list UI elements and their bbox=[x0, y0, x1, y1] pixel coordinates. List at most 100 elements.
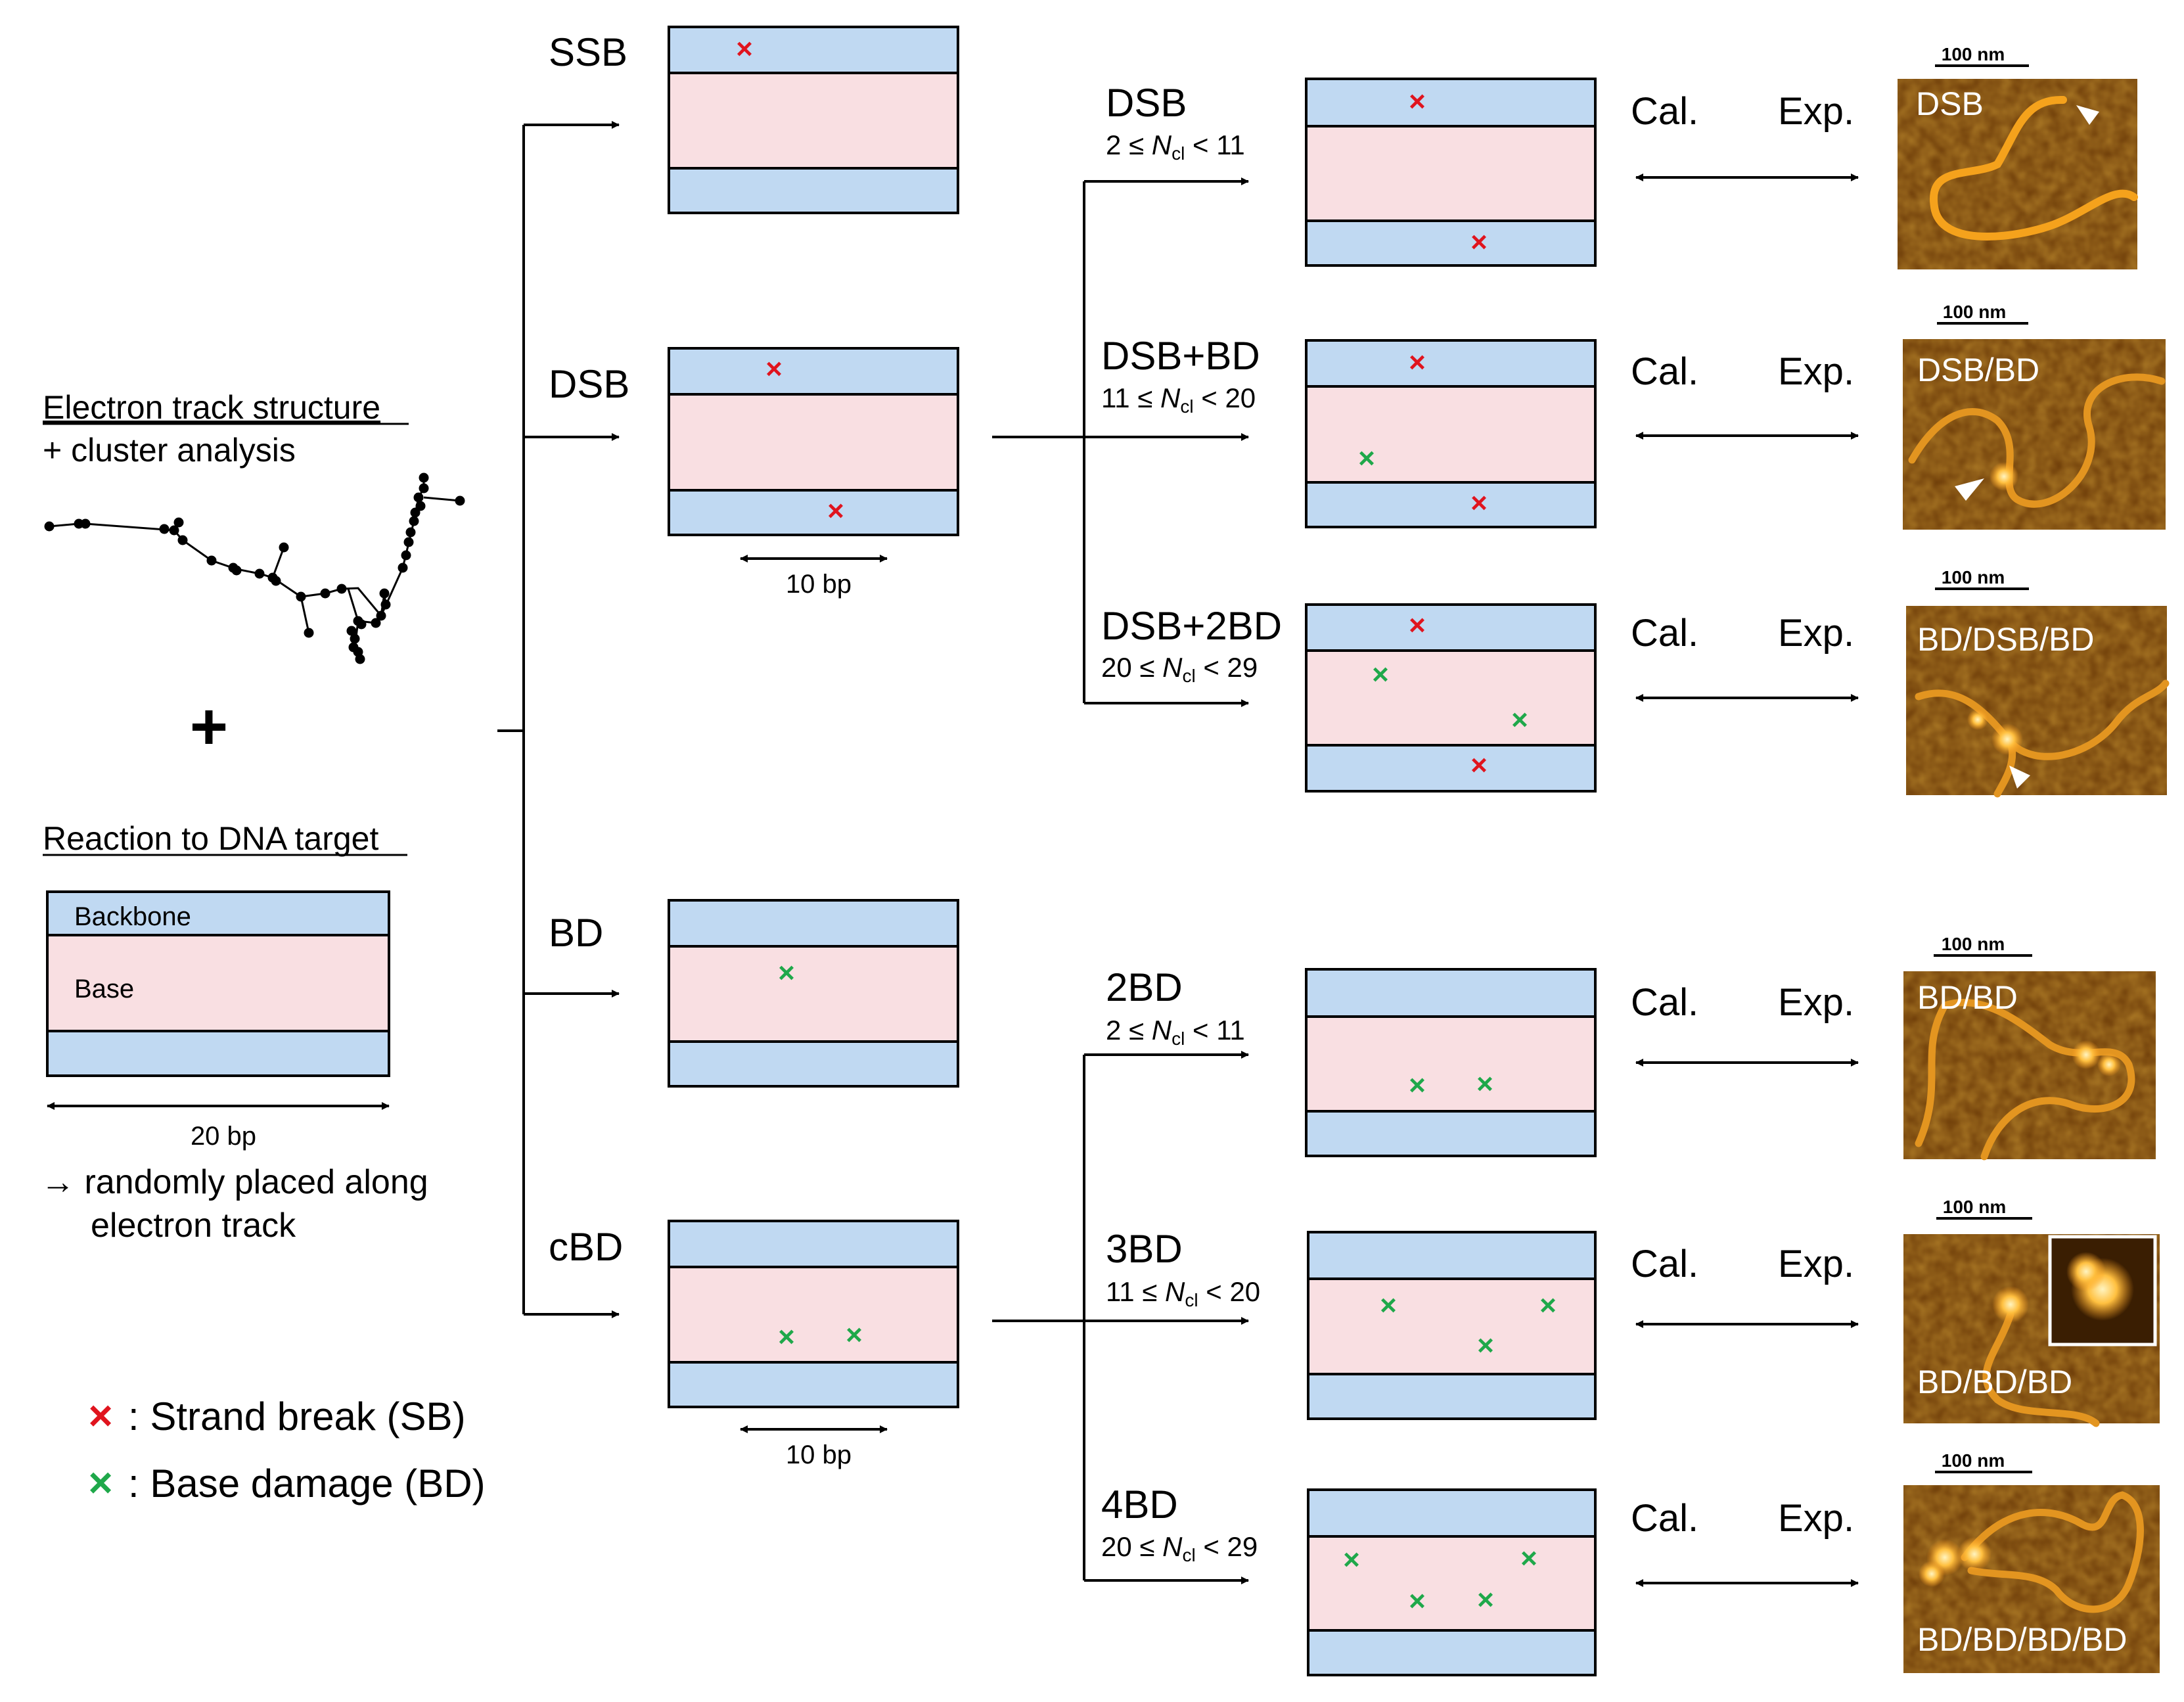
dsb-bd-result-box: × × × bbox=[1305, 339, 1597, 528]
scalebar-label: 100 nm bbox=[1942, 567, 2005, 587]
base-label: Base bbox=[74, 975, 134, 1003]
track-title: Electron track structure bbox=[43, 389, 380, 426]
afm-label: DSB/BD bbox=[1917, 352, 2039, 388]
track-subtitle: + cluster analysis bbox=[43, 432, 296, 469]
scalebar-label: 100 nm bbox=[1943, 1197, 2007, 1217]
legend-sb-text: : Strand break (SB) bbox=[128, 1394, 466, 1438]
base-damage-marker: × bbox=[1343, 1544, 1360, 1576]
afm-label: BD/DSB/BD bbox=[1917, 621, 2095, 658]
scale-10bp-label-dsb: 10 bp bbox=[786, 570, 852, 599]
strand-break-marker: × bbox=[1470, 749, 1488, 781]
cal-exp-comparisons: Cal. Exp. Cal. Exp. Cal. Exp. Cal. Exp. … bbox=[1631, 90, 1859, 1587]
cal-label-row6: Cal. bbox=[1631, 1497, 1698, 1540]
cal-label-row4: Cal. bbox=[1631, 981, 1698, 1024]
base-damage-marker: × bbox=[778, 957, 795, 989]
exp-label-row6: Exp. bbox=[1778, 1497, 1854, 1540]
3bd-result-box: × × × bbox=[1307, 1231, 1597, 1420]
condition-4bd: 20 ≤ Ncl < 29 bbox=[1101, 1531, 1258, 1565]
base-damage-marker: × bbox=[1520, 1542, 1537, 1575]
condition-dsb-2bd: 20 ≤ Ncl < 29 bbox=[1101, 652, 1258, 686]
first-label-ssb: SSB bbox=[549, 30, 627, 74]
base-damage-marker: × bbox=[1476, 1068, 1493, 1100]
second-label-3bd: 3BD bbox=[1106, 1227, 1183, 1271]
exp-label-row1: Exp. bbox=[1778, 90, 1854, 133]
second-label-2bd: 2BD bbox=[1106, 965, 1183, 1009]
dsb-2bd-result-box: × × × × bbox=[1305, 603, 1597, 793]
strand-break-marker: × bbox=[827, 495, 844, 527]
reaction-title: Reaction to DNA target bbox=[43, 820, 378, 857]
second-row-labels: DSB 2 ≤ Ncl < 11 DSB+BD 11 ≤ Ncl < 20 DS… bbox=[1101, 81, 1282, 1565]
ssb-dna-box: × bbox=[668, 26, 959, 214]
scalebar-label: 100 nm bbox=[1943, 302, 2007, 322]
second-branch-connectors bbox=[992, 177, 1249, 1584]
backbone-label: Backbone bbox=[74, 902, 191, 931]
2bd-result-box: × × bbox=[1305, 968, 1597, 1157]
base-damage-marker: × bbox=[1358, 442, 1375, 474]
strand-break-marker: × bbox=[1470, 487, 1488, 519]
strand-break-marker: × bbox=[765, 353, 783, 385]
cal-label-row3: Cal. bbox=[1631, 612, 1698, 655]
base-damage-marker: × bbox=[1477, 1584, 1494, 1616]
base-damage-marker: × bbox=[1409, 1585, 1426, 1617]
afm-image-bd-bd-bd-bd: 100 nm BD/BD/BD/BD bbox=[1903, 1450, 2160, 1673]
strand-break-marker: × bbox=[1409, 85, 1426, 118]
afm-image-bd-bd-bd: 100 nm BD/BD/BD bbox=[1903, 1197, 2160, 1427]
placement-note-line2: electron track bbox=[91, 1207, 296, 1245]
first-label-bd: BD bbox=[549, 911, 603, 955]
legend-bd-marker: × bbox=[88, 1459, 112, 1506]
legend-bd-text: : Base damage (BD) bbox=[128, 1461, 486, 1506]
base-damage-marker: × bbox=[1409, 1069, 1426, 1101]
strand-break-marker: × bbox=[1409, 346, 1426, 379]
first-label-cbd: cBD bbox=[549, 1225, 623, 1269]
exp-label-row2: Exp. bbox=[1778, 350, 1854, 393]
base-damage-marker: × bbox=[778, 1321, 795, 1353]
dna-target-legend-box: Backbone Base bbox=[46, 890, 390, 1077]
second-label-dsb-bd: DSB+BD bbox=[1101, 334, 1260, 378]
strand-break-marker: × bbox=[1409, 609, 1426, 641]
afm-image-bd-bd: 100 nm BD/BD bbox=[1903, 934, 2156, 1161]
bd-dna-box: × bbox=[668, 899, 959, 1088]
exp-label-row3: Exp. bbox=[1778, 612, 1854, 655]
cal-label-row2: Cal. bbox=[1631, 350, 1698, 393]
exp-label-row5: Exp. bbox=[1778, 1243, 1854, 1285]
cal-label-row5: Cal. bbox=[1631, 1243, 1698, 1285]
electron-track-graphic bbox=[44, 472, 465, 664]
cal-label-row1: Cal. bbox=[1631, 90, 1698, 133]
base-damage-marker: × bbox=[1539, 1289, 1557, 1322]
second-label-dsb-2bd: DSB+2BD bbox=[1101, 604, 1282, 648]
base-damage-marker: × bbox=[1372, 658, 1389, 691]
legend-sb-marker: × bbox=[88, 1392, 112, 1439]
dsb-result-box: × × bbox=[1305, 78, 1597, 267]
afm-image-dsb: 100 nm DSB bbox=[1898, 44, 2138, 269]
condition-dsb: 2 ≤ Ncl < 11 bbox=[1106, 129, 1245, 164]
cbd-dna-box: × × bbox=[668, 1220, 959, 1408]
exp-label-row4: Exp. bbox=[1778, 981, 1854, 1024]
scale-10bp-label-cbd: 10 bp bbox=[786, 1440, 852, 1469]
4bd-result-box: × × × × bbox=[1307, 1488, 1597, 1676]
scalebar-label: 100 nm bbox=[1942, 44, 2005, 64]
placement-note-line1: → randomly placed along bbox=[41, 1163, 428, 1201]
afm-label: BD/BD/BD bbox=[1917, 1364, 2072, 1400]
base-damage-marker: × bbox=[846, 1319, 863, 1351]
base-damage-marker: × bbox=[1380, 1289, 1397, 1322]
strand-break-marker: × bbox=[736, 33, 753, 65]
afm-image-bd-dsb-bd: 100 nm BD/DSB/BD bbox=[1906, 567, 2170, 798]
condition-3bd: 11 ≤ Ncl < 20 bbox=[1106, 1276, 1260, 1310]
plus-sign: + bbox=[190, 690, 228, 764]
scalebar-label: 100 nm bbox=[1942, 934, 2005, 954]
base-damage-marker: × bbox=[1511, 704, 1528, 736]
afm-label: BD/BD/BD/BD bbox=[1917, 1621, 2127, 1658]
base-damage-marker: × bbox=[1477, 1329, 1494, 1362]
condition-2bd: 2 ≤ Ncl < 11 bbox=[1106, 1015, 1245, 1049]
condition-dsb-bd: 11 ≤ Ncl < 20 bbox=[1101, 382, 1256, 417]
first-label-dsb: DSB bbox=[549, 362, 629, 406]
dsb-dna-box: × × bbox=[668, 347, 959, 536]
scalebar-label: 100 nm bbox=[1942, 1450, 2005, 1471]
strand-break-marker: × bbox=[1470, 226, 1488, 258]
afm-image-dsb-bd: 100 nm DSB/BD bbox=[1903, 302, 2166, 530]
second-label-dsb: DSB bbox=[1106, 81, 1187, 125]
afm-label: BD/BD bbox=[1917, 979, 2018, 1016]
scale-20bp-label: 20 bp bbox=[191, 1122, 256, 1151]
first-branch-connectors bbox=[497, 121, 620, 1318]
